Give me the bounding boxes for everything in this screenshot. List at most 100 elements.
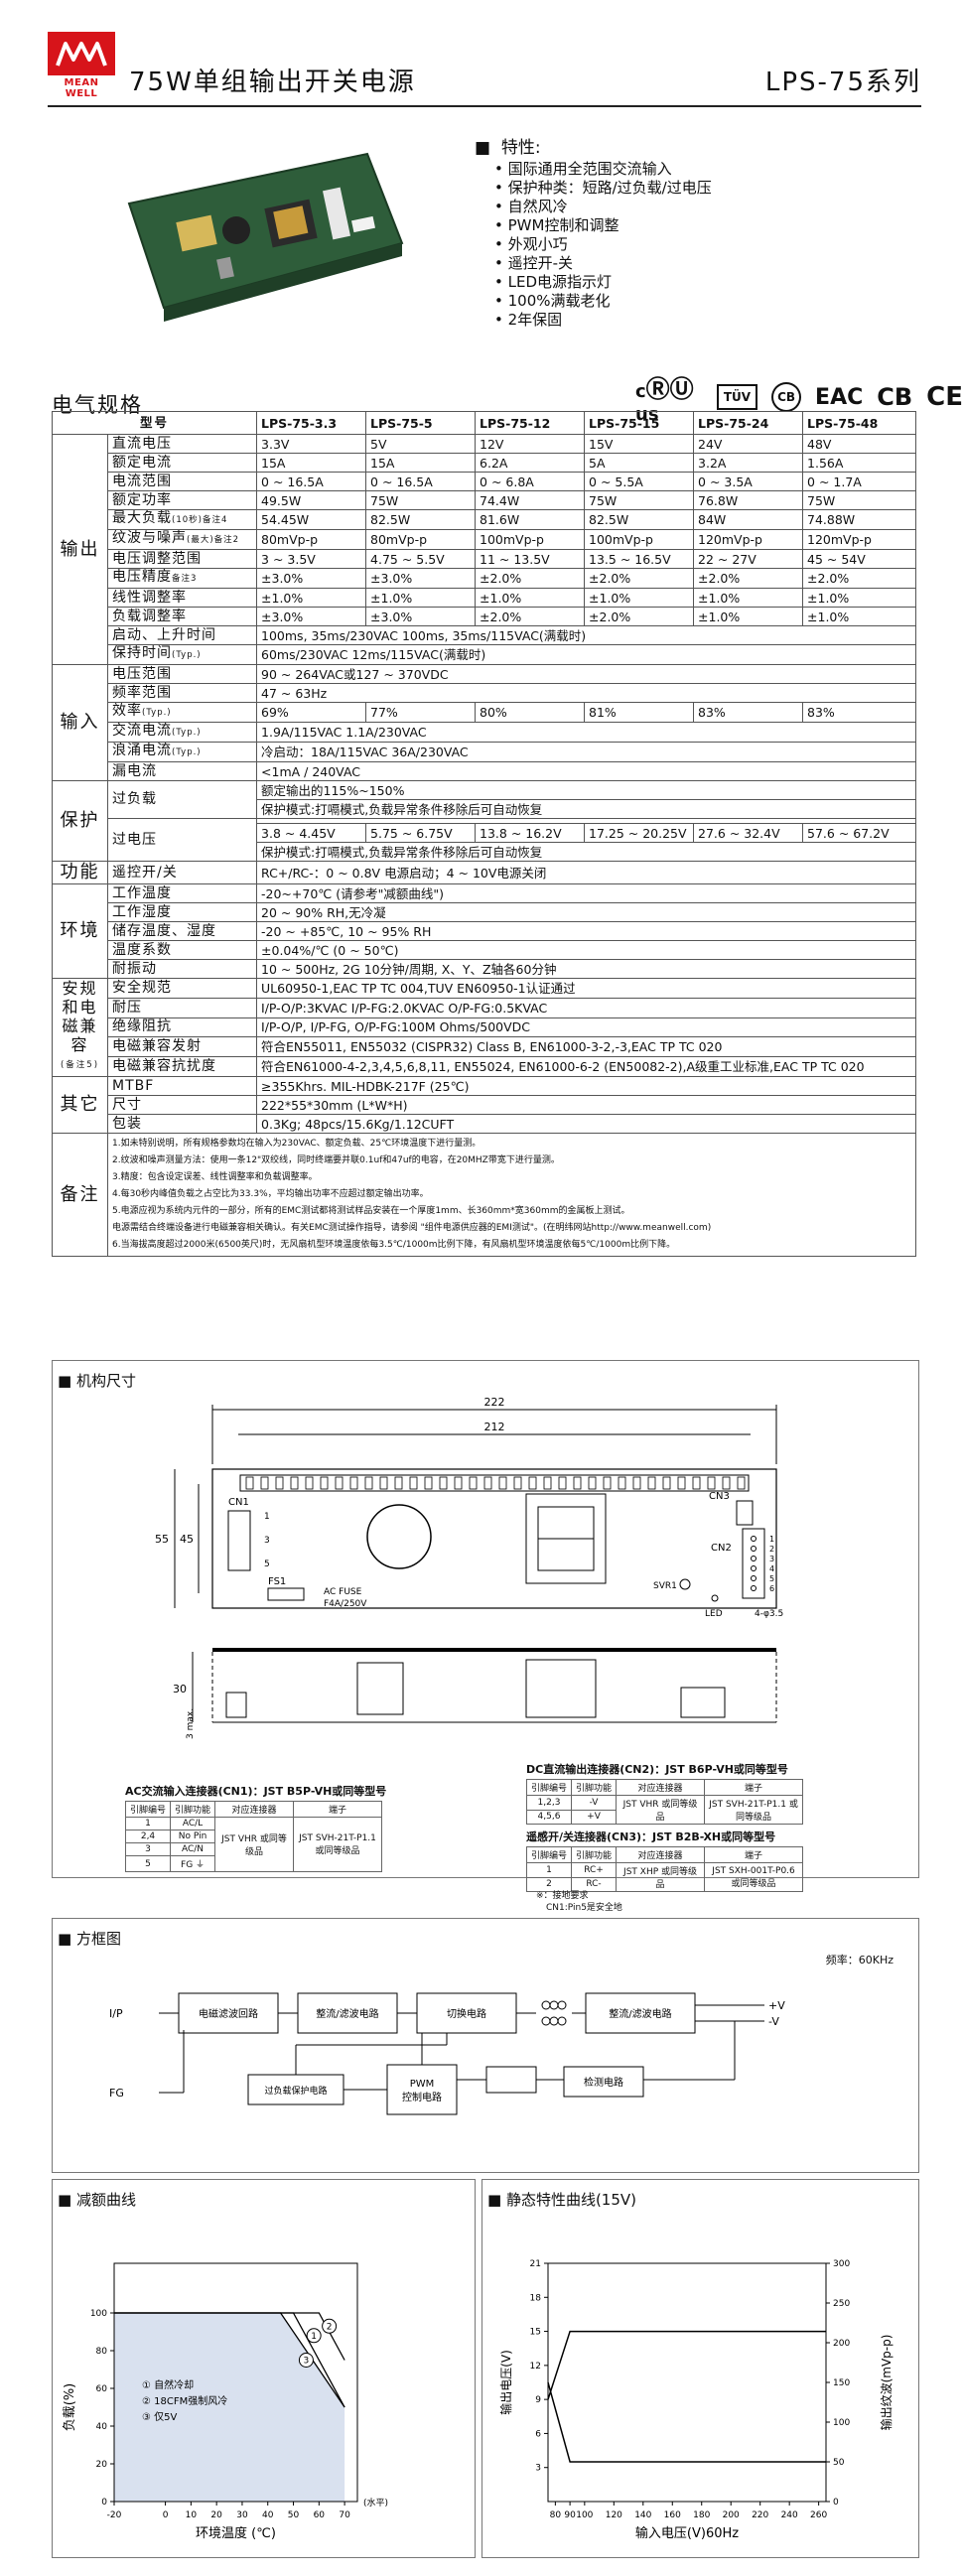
spec-label-text: 储存温度、湿度	[112, 922, 216, 939]
static-title: 静态特性曲线(15V)	[487, 2189, 636, 2210]
feature-item: 国际通用全范围交流输入	[494, 160, 712, 179]
model-name: LPS-75-3.3	[256, 411, 367, 435]
heatsink-fin	[498, 1476, 507, 1490]
note-line: 3.精度：包含设定误差、线性调整率和负载调整率。	[112, 1172, 318, 1182]
spec-row-label: 绝缘阻抗	[106, 1017, 258, 1038]
spec-cell: 22 ~ 27V	[693, 549, 804, 569]
cn2-pin-label: 4	[769, 1564, 774, 1573]
spec-row-label: 工作温度	[106, 883, 258, 903]
y-tick-label: 40	[96, 2422, 108, 2432]
note-line: 1.如未特别说明，所有规格参数均在输入为230VAC、额定负载、25℃环境温度下…	[112, 1139, 482, 1149]
detect-block	[563, 2066, 644, 2098]
spec-row-label: 线性调整率	[106, 588, 258, 608]
ripple-series	[547, 2381, 826, 2463]
safety-cat-text: 安规和电磁兼容	[62, 979, 98, 1055]
heatsink-fin	[618, 1476, 626, 1490]
heatsink-fin	[379, 1476, 388, 1490]
capacitor	[366, 1504, 432, 1569]
spec-row: 电磁兼容发射符合EN55011, EN55032 (CISPR32) Class…	[53, 1036, 917, 1058]
spec-label-text: 浪涌电流	[112, 743, 172, 759]
spec-cell: ±3.0%	[256, 607, 367, 626]
x-tick-label: 200	[723, 2510, 740, 2520]
spec-cell: ±1.0%	[365, 588, 477, 608]
spec-label-text: 额定电流	[112, 454, 172, 471]
spec-cell: ≥355Khrs. MIL-HDBK-217F (25℃)	[256, 1076, 917, 1096]
svg-text:3: 3	[264, 1536, 270, 1546]
spec-row-label: 启动、上升时间	[106, 625, 258, 645]
spec-cell: 0.3Kg; 48pcs/15.6Kg/1.12CUFT	[256, 1114, 917, 1134]
tuv-cert-icon: TÜV	[716, 384, 758, 410]
cn2-pin	[751, 1585, 757, 1591]
cn2-pin	[751, 1536, 757, 1542]
heatsink-fin	[588, 1476, 597, 1490]
spec-cell: 74.4W	[475, 490, 586, 510]
static-section	[482, 2179, 919, 2558]
spec-label-note: (10秒)备注4	[172, 515, 228, 525]
spec-row: 负载调整率±3.0%±3.0%±2.0%±2.0%±1.0%±1.0%	[53, 607, 917, 626]
spec-cell: 6.2A	[475, 453, 586, 473]
brand-name: MEAN WELL	[64, 77, 99, 99]
heatsink-fin	[320, 1476, 329, 1490]
spec-cell: ±3.0%	[365, 607, 477, 626]
brand-logo: MEAN WELL	[48, 32, 115, 99]
spec-cell: 57.6 ~ 67.2V	[802, 823, 917, 843]
x-tick-label: 60	[314, 2510, 326, 2520]
yr-tick-label: 200	[833, 2339, 850, 2349]
spec-cell: 84W	[693, 509, 804, 530]
cn1-label: CN1	[228, 1497, 249, 1508]
spec-cell: RC+/RC-：0 ~ 0.8V 电源启动；4 ~ 10V电源关闭	[256, 861, 917, 884]
spec-label-note: (Typ.)	[142, 708, 172, 718]
spec-row-label: 漏电流	[106, 761, 258, 781]
y-tick-label: 60	[96, 2384, 108, 2394]
spec-label-text: 包装	[112, 1115, 142, 1132]
features-heading: ■ 特性:	[475, 138, 541, 158]
spec-label-text: 负载调整率	[112, 608, 187, 624]
spec-label-text: 温度系数	[112, 941, 172, 958]
cn2-connector	[742, 1528, 765, 1599]
spec-category: 输入	[52, 664, 108, 781]
spec-row: 漏电流<1mA / 240VAC	[53, 761, 917, 781]
derating-legend-item: ① 自然冷却	[142, 2378, 194, 2391]
spec-label-text: 耐压	[112, 999, 142, 1016]
spec-label-text: 启动、上升时间	[112, 626, 216, 643]
mech-section	[52, 1360, 919, 1878]
spec-label-text: 直流电压	[112, 435, 172, 452]
heatsink-fin	[469, 1476, 478, 1490]
heatsink-fin	[394, 1476, 403, 1490]
y-tick-label: 80	[96, 2347, 108, 2357]
svr1-trimmer	[679, 1578, 691, 1590]
cn2-pin-label: 2	[769, 1545, 774, 1554]
pwm-label-1: PWM	[410, 2079, 435, 2090]
spec-row-label: 效率(Typ.)	[106, 702, 258, 723]
olp-label: 过负载保护电路	[264, 2085, 327, 2097]
spec-row-label: 过电压	[106, 818, 258, 862]
spec-cell: 83%	[802, 702, 917, 723]
spec-row-label: 储存温度、湿度	[106, 921, 258, 941]
spec-cell: 82.5W	[584, 509, 695, 530]
curve-marker-label: 3	[304, 2357, 310, 2367]
note-line: 6.当海拔高度超过2000米(6500英尺)时，无风扇机型环境温度依每3.5℃/…	[112, 1240, 676, 1250]
note-line: 4.每30秒内峰值负载之占空比为33.3%，平均输出功率不应超过额定输出功率。	[112, 1189, 429, 1199]
yl-tick-label: 12	[530, 2362, 541, 2372]
spec-cell: ±1.0%	[584, 588, 695, 608]
static-frame	[547, 2262, 827, 2503]
spec-cell: 15A	[256, 453, 367, 473]
spec-row-label: 频率范围	[106, 683, 258, 703]
x-tick-label: 50	[288, 2510, 300, 2520]
cb-mark-icon: CB	[877, 383, 913, 411]
spec-cell: 75W	[584, 490, 695, 510]
spec-cell: ±2.0%	[584, 568, 695, 589]
spec-cell: 符合EN55011, EN55032 (CISPR32) Class B, EN…	[256, 1036, 917, 1058]
